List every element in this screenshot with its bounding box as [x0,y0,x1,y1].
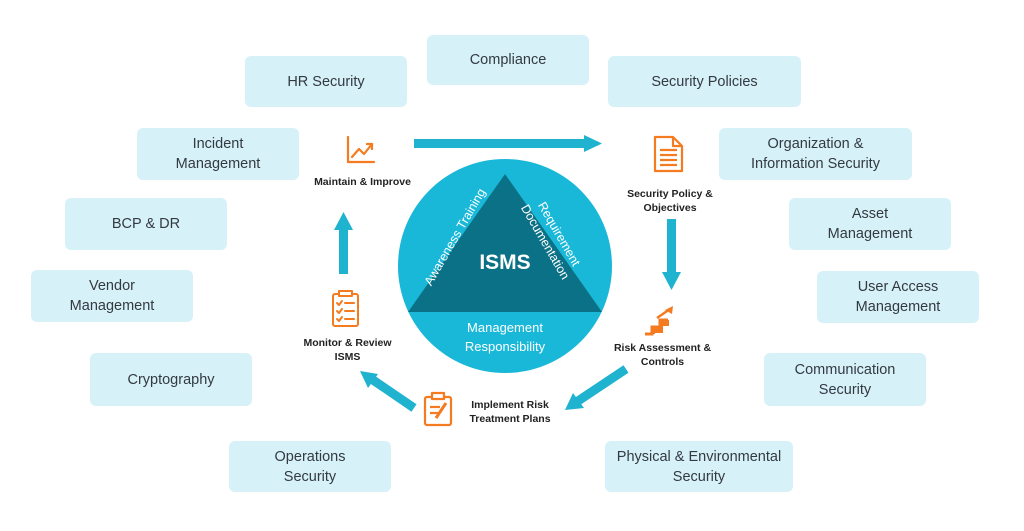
domain-organization-information-security-label: Organization & Information Security [751,136,880,172]
domain-operations-security-label: Operations Security [274,448,346,485]
domain-asset-management-label: Asset Management [827,206,913,242]
domain-operations-security: Operations Security [229,441,391,492]
isms-title: ISMS [479,251,531,274]
domain-security-policies: Security Policies [608,56,801,107]
step-security-policy-objectives: Security Policy & Objectives [627,188,713,214]
line-chart-icon [346,135,376,164]
clipboard-edit-icon [423,391,453,427]
domain-communication-security-label: Communication Security [794,361,896,398]
domain-security-policies-label: Security Policies [651,73,758,90]
domain-communication-security: Communication Security [764,353,926,406]
domain-compliance: Compliance [427,35,589,85]
document-icon [653,135,684,173]
arrow-monitor-to-maintain [334,212,353,274]
domain-bcp-dr: BCP & DR [65,198,227,250]
step-monitor-review-isms: Monitor & Review ISMS [303,337,392,363]
isms-core-triangle [408,174,602,312]
step-implement-risk-treatment: Implement Risk Treatment Plans [469,399,551,425]
arrow-maintain-to-policy [414,135,602,152]
domain-compliance-label: Compliance [469,52,547,68]
domain-incident-management: Incident Management [137,128,299,180]
domain-physical-environmental-security-label: Physical & Environmental Security [616,448,782,485]
domain-asset-management: Asset Management [789,198,951,250]
domain-physical-environmental-security: Physical & Environmental Security [605,441,793,492]
domain-hr-security-label: HR Security [287,73,365,90]
domain-vendor-management-label: Vendor Management [69,278,155,314]
domain-hr-security: HR Security [245,56,407,107]
domain-incident-management-label: Incident Management [175,136,261,172]
management-responsibility-label: Management Responsibility [464,320,546,354]
checklist-icon [332,290,359,327]
domain-organization-information-security: Organization & Information Security [719,128,912,180]
domain-bcp-dr-label: BCP & DR [111,216,181,232]
arrow-policy-to-risk [662,219,681,290]
domain-vendor-management: Vendor Management [31,270,193,322]
arrow-risk-to-implement [565,365,629,410]
arrow-implement-to-monitor [360,371,417,412]
step-risk-assessment-controls: Risk Assessment & Controls [613,342,712,368]
step-maintain-improve: Maintain & Improve [314,176,411,188]
stairs-arrow-icon [645,306,673,336]
domain-user-access-management-label: User Access Management [855,279,941,315]
domain-cryptography-label: Cryptography [127,371,215,388]
domain-cryptography: Cryptography [90,353,252,406]
domain-user-access-management: User Access Management [817,271,979,323]
